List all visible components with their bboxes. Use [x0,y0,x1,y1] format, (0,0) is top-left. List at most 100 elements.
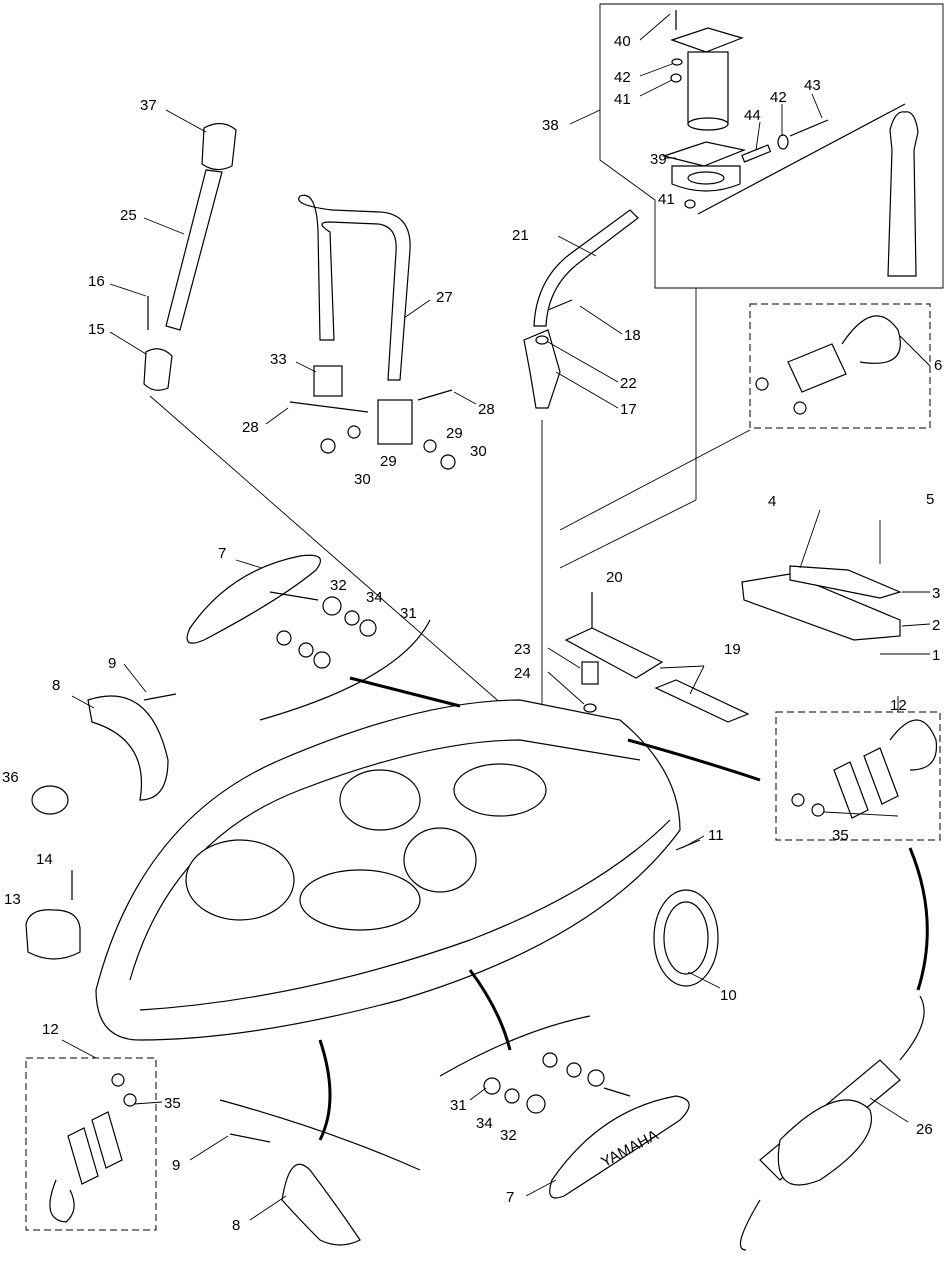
callout-11: 11 [708,827,724,844]
nut-35d [123,1093,137,1107]
callout-26: 26 [916,1121,933,1138]
washer-32a [322,596,342,616]
leader-42a [639,63,673,77]
leader-8a [71,695,95,709]
nut-31a [359,619,377,637]
bow-eye-left-box [25,1057,157,1231]
grab-handle-upper [186,554,431,721]
leader-6 [899,335,931,367]
hull-body [95,699,681,1041]
leader-15 [109,331,147,355]
hull-deck-line [129,739,641,981]
callout-30-left: 30 [354,471,371,488]
callout-9-lower: 9 [172,1157,180,1174]
bolt-43 [789,119,829,137]
callout-24: 24 [514,665,531,682]
callout-6: 6 [934,357,942,374]
clamp-17 [523,329,561,409]
plate-12b [863,747,899,805]
leader-11 [681,835,705,849]
callout-31-upper: 31 [400,605,417,622]
callout-33: 33 [270,351,287,368]
plate-12a [833,761,869,819]
callout-41: 41 [614,91,631,108]
bow-eye-box [749,303,931,429]
leader-37 [165,109,207,133]
washer-34d [566,1062,582,1078]
leader-19a [659,665,705,669]
eye-12b [49,1179,75,1223]
tie-down-strap [739,995,925,1251]
callout-38: 38 [542,117,559,134]
callout-18: 18 [624,327,641,344]
callout-4: 4 [768,493,776,510]
seat-passenger [403,827,477,893]
bow-eye-ref-line [559,429,751,531]
callout-32-lower: 32 [500,1127,517,1144]
leader-40 [639,13,671,41]
callout-12-left: 12 [42,1021,59,1038]
handle-7a [186,554,321,644]
bow-eye-assembly [559,303,931,531]
cleat-assembly [564,592,750,723]
callout-16: 16 [88,273,105,290]
pylon-top-plate [670,27,744,53]
callout-19: 19 [724,641,741,658]
arrow-26 [908,847,929,991]
callout-39: 39 [650,151,667,168]
callout-37: 37 [140,97,157,114]
spacer-23 [581,661,599,685]
eye-6 [841,315,901,364]
callout-9-upper: 9 [108,655,116,672]
callout-20: 20 [606,569,623,586]
cap-36 [31,785,69,815]
cover-8b [281,1163,361,1246]
pin-44 [741,144,772,163]
callout-42-right: 42 [770,89,787,106]
callout-43: 43 [804,77,821,94]
cover-8a [87,695,169,801]
handle-pole-assembly [143,122,521,721]
washer-42b [777,134,789,150]
callout-44: 44 [744,107,761,124]
callout-8-upper: 8 [52,677,60,694]
washer-32d [587,1069,605,1087]
bolt-7b [603,1087,631,1097]
nut-30a [320,438,336,454]
washer-34c [298,642,314,658]
callout-labels: 40 42 41 38 39 41 44 42 43 37 25 16 15 2… [2,33,942,1234]
callout-32-upper: 32 [330,577,347,594]
leader-18 [579,305,623,335]
washer-24 [583,703,597,713]
pole-25 [165,169,223,331]
callout-29-right: 29 [446,425,463,442]
leader-27 [403,299,431,319]
leader-16 [109,283,147,297]
leader-26 [869,1097,909,1123]
washer-34b [504,1088,520,1104]
cap-13 [25,909,81,960]
leader-28a [265,407,289,425]
pylon-tube [687,51,729,125]
socket-15 [143,348,173,391]
callout-13: 13 [4,891,21,908]
callout-8-lower: 8 [232,1217,240,1234]
callout-35-right: 35 [832,827,849,844]
bow-eye-right [775,711,941,991]
grab-handle-lower: YAMAHA [439,969,690,1199]
callout-5: 5 [926,491,934,508]
leader-2 [901,623,931,627]
nut-31d [542,1052,558,1068]
bracket-33 [313,365,343,397]
arrow-to-cover [318,1039,332,1141]
bolt-9a [143,693,177,701]
nut-35a [791,793,805,807]
hook-bottom [739,1199,761,1251]
nut-41b [684,199,696,209]
nut-35c [111,1073,125,1087]
callout-36: 36 [2,769,19,786]
callout-31-lower: 31 [450,1097,467,1114]
clip-22 [535,335,549,345]
callout-2: 2 [932,617,940,634]
leader-35b [133,1101,163,1105]
